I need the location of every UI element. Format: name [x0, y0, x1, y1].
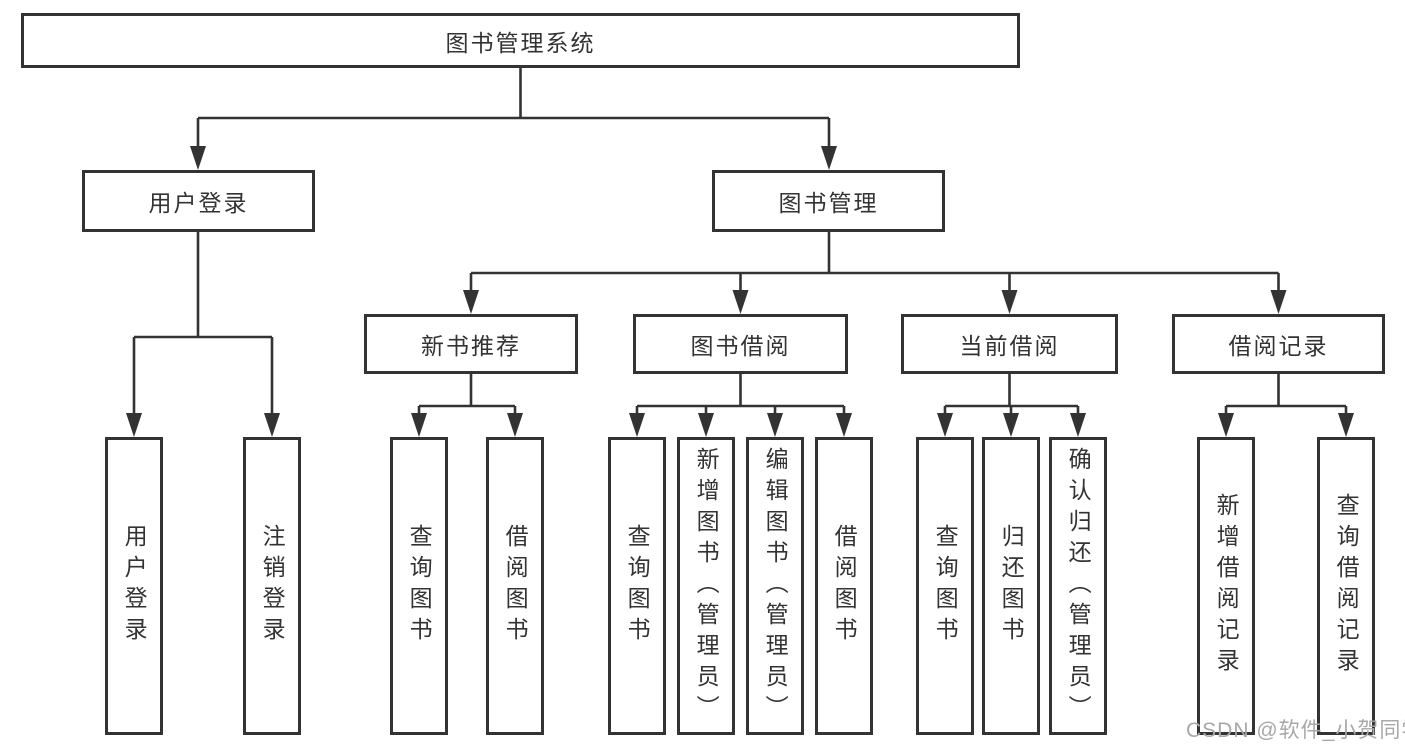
- node-label: 用户登录: [121, 524, 148, 648]
- node-leaf-borrow-books-recommend: 借阅图书: [486, 437, 544, 735]
- node-label: 当前借阅: [959, 333, 1060, 359]
- node-label: 图书管理系统: [445, 29, 596, 56]
- node-label: 新书推荐: [421, 333, 521, 359]
- node-label: 确认归还（管理员）: [1065, 446, 1092, 726]
- node-label: 新增借阅记录: [1213, 493, 1240, 679]
- node-book-management: 图书管理: [712, 170, 945, 232]
- node-leaf-add-books-admin: 新增图书（管理员）: [677, 437, 735, 735]
- node-borrowing-records: 借阅记录: [1172, 314, 1385, 374]
- node-library-management-system: 图书管理系统: [21, 13, 1020, 68]
- node-leaf-confirm-return-admin: 确认归还（管理员）: [1049, 437, 1107, 735]
- node-new-book-recommendation: 新书推荐: [364, 314, 578, 374]
- node-user-login: 用户登录: [82, 170, 315, 232]
- node-book-borrowing: 图书借阅: [633, 314, 848, 374]
- node-label: 借阅图书: [831, 524, 858, 648]
- watermark: CSDN @软件_小贺同学: [1186, 719, 1405, 742]
- node-label: 注销登录: [259, 524, 286, 648]
- node-label: 借阅图书: [502, 524, 529, 648]
- node-label: 查询图书: [624, 524, 651, 648]
- arrowheads: [126, 146, 1354, 437]
- node-label: 查询图书: [406, 524, 433, 648]
- node-label: 用户登录: [148, 190, 249, 216]
- node-label: 归还图书: [998, 524, 1025, 648]
- node-leaf-query-books-borrowing: 查询图书: [608, 437, 666, 735]
- node-leaf-user-login: 用户登录: [105, 437, 163, 735]
- node-label: 图书借阅: [690, 333, 791, 359]
- node-label: 查询借阅记录: [1333, 493, 1360, 679]
- node-label: 查询图书: [932, 524, 959, 648]
- node-leaf-logout: 注销登录: [243, 437, 301, 735]
- node-current-borrowing: 当前借阅: [901, 314, 1118, 374]
- node-leaf-borrow-books: 借阅图书: [815, 437, 873, 735]
- node-leaf-query-books-current: 查询图书: [916, 437, 974, 735]
- node-label: 图书管理: [778, 190, 879, 216]
- node-leaf-add-borrow-record: 新增借阅记录: [1197, 437, 1255, 735]
- node-label: 新增图书（管理员）: [693, 446, 720, 726]
- node-label: 借阅记录: [1228, 333, 1329, 359]
- node-leaf-query-borrow-record: 查询借阅记录: [1317, 437, 1375, 735]
- node-leaf-edit-books-admin: 编辑图书（管理员）: [746, 437, 804, 735]
- node-leaf-return-books: 归还图书: [982, 437, 1040, 735]
- node-label: 编辑图书（管理员）: [762, 446, 789, 726]
- node-leaf-query-books-recommend: 查询图书: [390, 437, 448, 735]
